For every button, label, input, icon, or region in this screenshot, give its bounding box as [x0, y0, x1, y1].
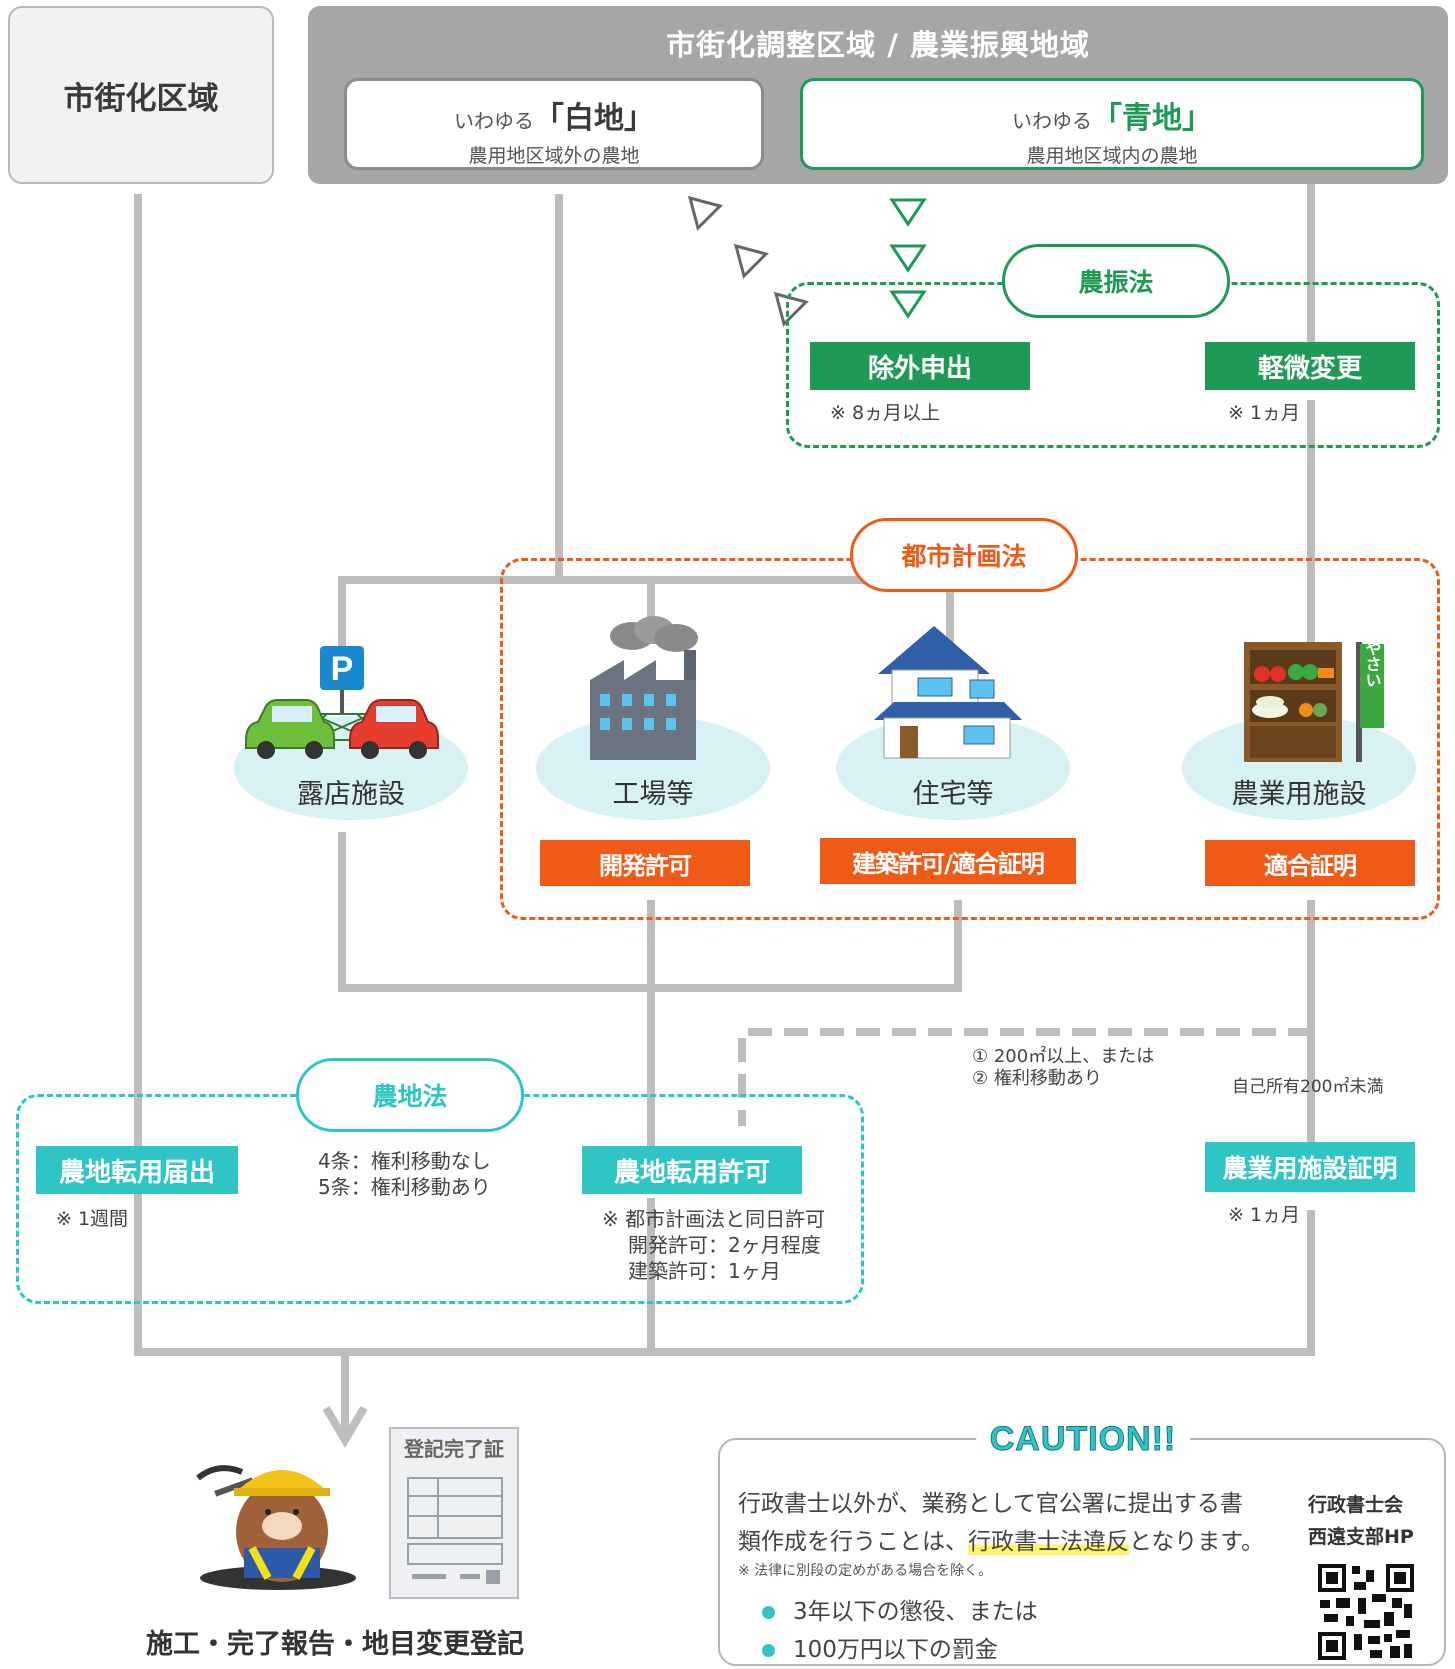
bullet-1-text: 3年以下の懲役、または — [793, 1599, 1038, 1625]
toshikeikaku-title: 都市計画法 — [850, 518, 1078, 592]
kojo-label: 工場等 — [612, 779, 694, 810]
veg-sign: やさい — [1363, 640, 1382, 688]
line-kyoka-down — [647, 1198, 655, 1356]
line-jutaku-down — [954, 900, 962, 992]
minor-change-note: ※ 1ヵ月 — [1228, 402, 1301, 424]
caution-text1: 行政書士以外が、業務として官公署に提出する書 — [738, 1491, 1243, 1517]
bullet-2-text: 100万円以下の罰金 — [793, 1637, 998, 1663]
nochiho-title: 農地法 — [296, 1058, 524, 1132]
shiroji-name: 「白地」 — [534, 101, 654, 136]
final-label: 施工・完了報告・地目変更登記 — [146, 1629, 524, 1660]
line-top-branch — [338, 576, 954, 584]
line-kojo-top — [647, 584, 655, 644]
minor-change-label: 軽微変更 — [1205, 342, 1415, 390]
shiroji-box: いわゆる「白地」 農用地区域外の農地 — [344, 78, 764, 170]
shiroji-desc: 農用地区域外の農地 — [468, 145, 640, 167]
todokede-label: 農地転用届出 — [36, 1146, 238, 1194]
cert-title: 登記完了証 — [403, 1437, 504, 1461]
line-roten-down — [338, 832, 346, 992]
article-4: 4条：権利移動なし — [318, 1149, 491, 1173]
todokede-note: ※ 1週間 — [56, 1208, 129, 1230]
hp-label-2: 西遠支部HP — [1308, 1526, 1414, 1548]
factory-icon — [590, 616, 698, 760]
parking-cars-icon: P — [245, 646, 439, 759]
nogyo-label: 農業用施設 — [1231, 779, 1367, 810]
registration-certificate-icon: 登記完了証 — [389, 1427, 519, 1599]
kaihatsu-permit: 開発許可 — [540, 840, 750, 886]
down-arrow-icon — [322, 1405, 368, 1448]
caution-title: CAUTION!! — [976, 1420, 1190, 1460]
aoji-prefix: いわゆる — [1012, 109, 1092, 133]
shiroji-prefix: いわゆる — [454, 109, 534, 133]
line-urban — [134, 194, 142, 1356]
nogyo-cert-label: 農業用施設証明 — [1205, 1142, 1415, 1192]
nogyo-cert-note: ※ 1ヵ月 — [1228, 1204, 1301, 1226]
condition-line2: ② 権利移動あり — [972, 1068, 1102, 1089]
green-triangles-icon — [889, 198, 927, 319]
line-roten-top — [338, 576, 346, 646]
article-5: 5条：権利移動あり — [318, 1175, 491, 1199]
bullet-dot-icon — [762, 1606, 775, 1619]
condition-line1: ① 200㎡以上、または — [972, 1046, 1155, 1067]
line-shiroji — [555, 194, 563, 580]
qr-code-icon[interactable] — [1318, 1564, 1414, 1660]
hp-label-1: 行政書士会 — [1308, 1494, 1404, 1516]
line-final-join — [134, 1348, 1315, 1356]
exclusion-label: 除外申出 — [810, 342, 1030, 390]
urban-area-box: 市街化区域 — [8, 6, 274, 184]
bullet-dot-icon — [762, 1644, 775, 1657]
line-final-down — [341, 1356, 349, 1436]
aoji-name: 「青地」 — [1092, 101, 1212, 136]
control-area-title: 市街化調整区域 / 農業振興地域 — [666, 28, 1090, 62]
line-kojo-down — [647, 900, 655, 1146]
mole-worker-icon — [196, 1465, 356, 1590]
tekigo-permit: 適合証明 — [1205, 840, 1415, 886]
kyoka-label: 農地転用許可 — [582, 1146, 802, 1194]
house-icon — [874, 626, 1022, 759]
caution-small-note: ※ 法律に別段の定めがある場合を除く。 — [738, 1563, 993, 1579]
bullet-2: 100万円以下の罰金 — [762, 1630, 998, 1664]
jutaku-label: 住宅等 — [912, 779, 994, 810]
kenchiku-permit: 建築許可/適合証明 — [820, 838, 1076, 884]
aoji-box: いわゆる「青地」 農用地区域内の農地 — [800, 78, 1424, 170]
caution-violation: 行政書士法違反 — [968, 1529, 1129, 1555]
line-nogyo-down — [1307, 900, 1315, 1148]
line-cert-down — [1307, 1210, 1315, 1356]
roten-label: 露店施設 — [297, 779, 405, 810]
kyoka-note3: 建築許可：1ヶ月 — [628, 1259, 781, 1283]
line-aoji-2 — [1307, 400, 1315, 648]
bullet-1: 3年以下の懲役、または — [762, 1592, 1038, 1626]
own-small-area: 自己所有200㎡未満 — [1232, 1077, 1384, 1097]
line-aoji — [1307, 184, 1315, 346]
caution-text2a: 類作成を行うことは、 — [738, 1529, 968, 1555]
line-jutaku-top — [946, 584, 954, 644]
noshinho-title: 農振法 — [1002, 244, 1230, 318]
kyoka-note2: 開発許可：2ヶ月程度 — [628, 1233, 821, 1257]
aoji-desc: 農用地区域内の農地 — [1026, 145, 1198, 167]
exclusion-note: ※ 8ヵ月以上 — [830, 402, 941, 424]
caution-text2c: となります。 — [1129, 1529, 1265, 1555]
vegetable-stand-icon: やさい — [1244, 640, 1384, 762]
parking-sign: P — [331, 650, 354, 688]
caution-text2: 類作成を行うことは、行政書士法違反となります。 — [738, 1522, 1264, 1556]
kyoka-note1: ※ 都市計画法と同日許可 — [602, 1207, 826, 1231]
